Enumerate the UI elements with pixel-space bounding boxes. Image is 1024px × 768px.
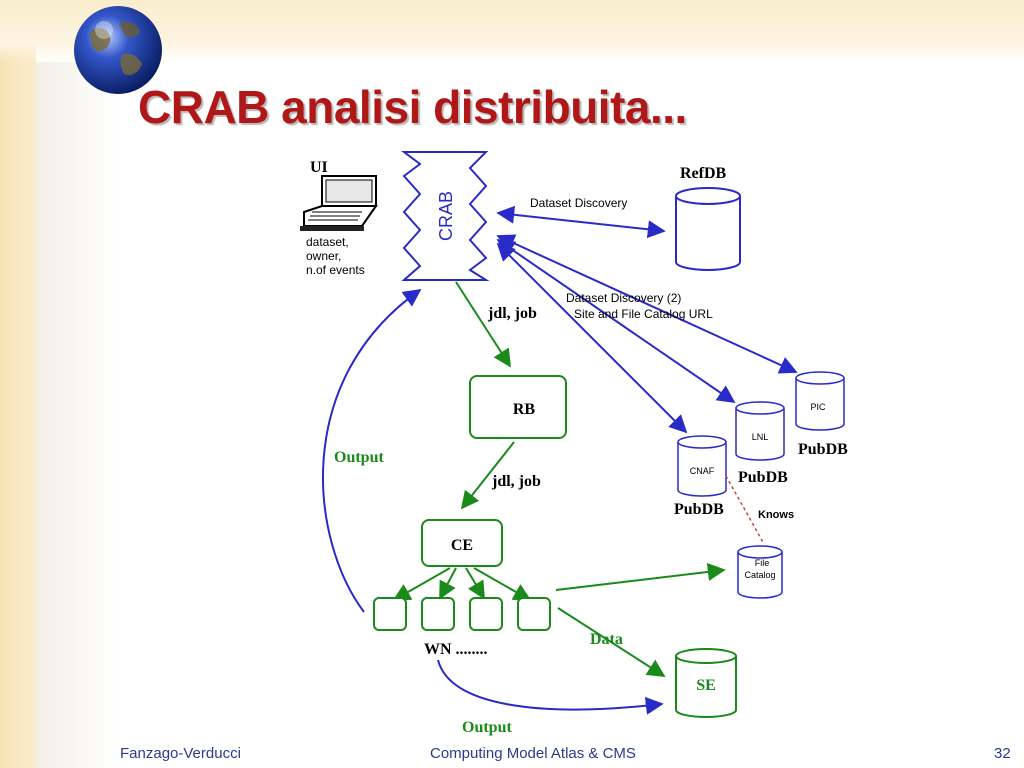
discovery-arrow-cnaf bbox=[496, 242, 688, 434]
wn-node-2 bbox=[421, 597, 455, 631]
ce-box bbox=[421, 519, 503, 567]
data-label: Data bbox=[590, 631, 623, 648]
ce-to-wn3-arrow bbox=[465, 567, 485, 600]
pubdb-cnaf-cylinder bbox=[677, 435, 727, 497]
wn-node-1 bbox=[373, 597, 407, 631]
data-arrow bbox=[557, 607, 666, 677]
ce-label: CE bbox=[451, 537, 473, 554]
ui-note-events: n.of events bbox=[306, 263, 365, 277]
rb-box bbox=[469, 375, 567, 439]
ce-to-wn2-arrow bbox=[439, 567, 457, 600]
rb-to-ce-arrow bbox=[460, 441, 515, 510]
file-catalog-cylinder bbox=[737, 545, 783, 599]
ui-label: UI bbox=[310, 159, 328, 176]
file-catalog-line1: File bbox=[755, 558, 770, 568]
output-bottom-label: Output bbox=[462, 719, 512, 736]
footer-authors: Fanzago-Verducci bbox=[120, 745, 241, 762]
dataset-discovery-label: Dataset Discovery bbox=[530, 196, 627, 210]
ce-to-wn4-arrow bbox=[473, 567, 532, 601]
output-left-label: Output bbox=[334, 449, 384, 466]
knows-link bbox=[725, 475, 765, 545]
jdl-job-label-1: jdl, job bbox=[487, 305, 537, 322]
pubdb-pic-code: PIC bbox=[810, 402, 826, 412]
crab-box bbox=[401, 151, 490, 281]
ui-laptop-icon bbox=[300, 175, 378, 231]
se-label: SE bbox=[696, 677, 716, 694]
pubdb-lnl-cylinder bbox=[735, 401, 785, 461]
footer-page-number: 32 bbox=[994, 745, 1011, 762]
jdl-job-label-2: jdl, job bbox=[491, 473, 541, 490]
ui-note-owner: owner, bbox=[306, 249, 341, 263]
slide-title: CRAB analisi distribuita... bbox=[138, 81, 687, 133]
pubdb-cnaf-label: PubDB bbox=[674, 501, 724, 518]
output-bottom-arrow bbox=[437, 659, 664, 715]
dataset-discovery-2-label: Dataset Discovery (2) bbox=[566, 291, 681, 305]
output-left-arrow bbox=[322, 288, 422, 613]
rb-label: RB bbox=[513, 401, 536, 418]
ui-note-dataset: dataset, bbox=[306, 235, 349, 249]
knows-label: Knows bbox=[758, 509, 794, 521]
crab-label: CRAB bbox=[436, 191, 456, 241]
wn-node-3 bbox=[469, 597, 503, 631]
pubdb-cnaf-code: CNAF bbox=[690, 466, 715, 476]
crab-to-rb-arrow bbox=[455, 281, 511, 368]
ce-to-wn1-arrow bbox=[392, 567, 451, 601]
site-file-catalog-label: Site and File Catalog URL bbox=[574, 307, 713, 321]
background-fade-panel bbox=[36, 62, 116, 768]
footer-course: Computing Model Atlas & CMS bbox=[430, 745, 636, 762]
wn-node-4 bbox=[517, 597, 551, 631]
wn-label: WN ........ bbox=[424, 641, 488, 658]
file-catalog-line2: Catalog bbox=[744, 570, 775, 580]
pubdb-pic-cylinder bbox=[795, 371, 845, 431]
refdb-label: RefDB bbox=[680, 165, 727, 182]
background-top-strip bbox=[0, 0, 1024, 62]
refdb-cylinder bbox=[675, 187, 741, 271]
background-left-strip bbox=[0, 0, 36, 768]
dataset-discovery-arrow bbox=[496, 205, 666, 239]
pubdb-lnl-label: PubDB bbox=[738, 469, 788, 486]
wn-to-filecatalog-arrow bbox=[555, 562, 726, 591]
pubdb-pic-label: PubDB bbox=[798, 441, 848, 458]
pubdb-lnl-code: LNL bbox=[752, 432, 769, 442]
globe-logo bbox=[74, 6, 162, 94]
se-cylinder bbox=[675, 648, 737, 718]
